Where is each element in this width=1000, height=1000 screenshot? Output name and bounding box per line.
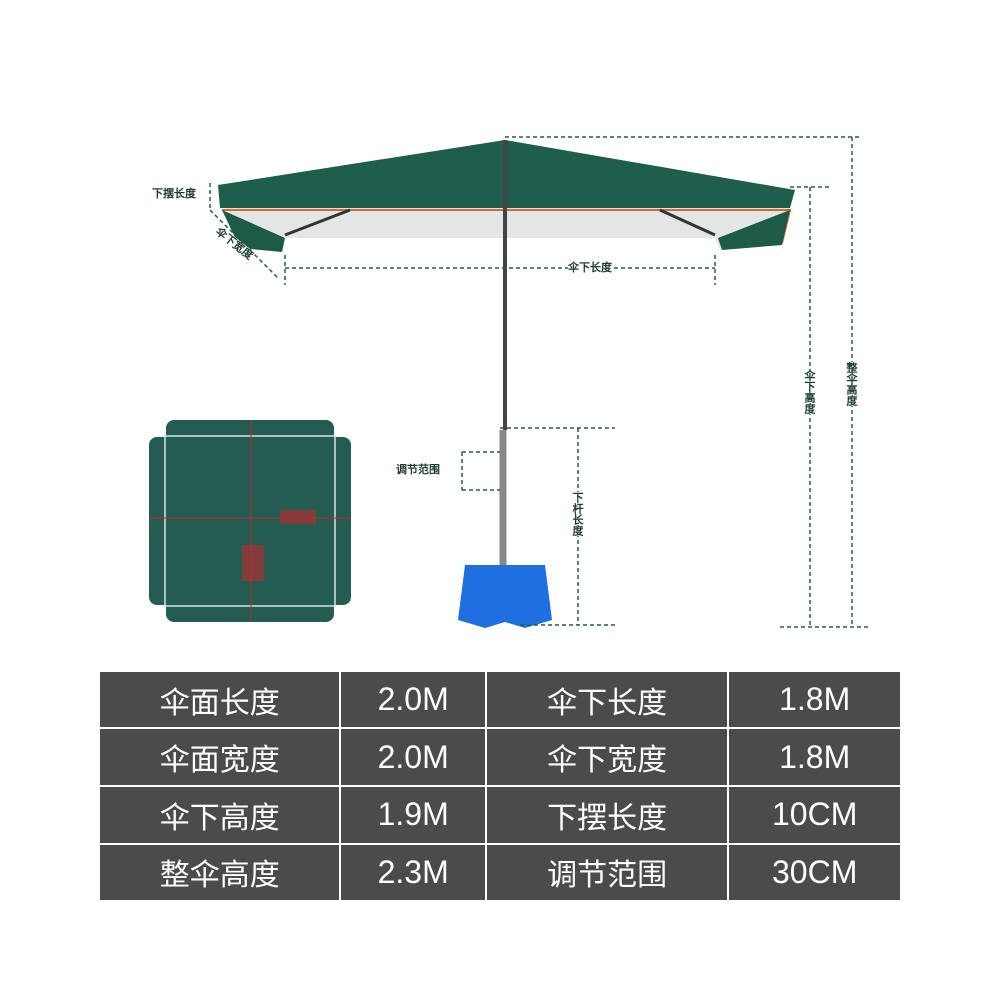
label-under-height: 伞下高度: [803, 370, 816, 414]
canopy-flat-view: [149, 420, 351, 622]
spec-value: 10CM: [727, 784, 900, 845]
spec-key: 伞面长度: [100, 672, 342, 730]
spec-value: 30CM: [727, 842, 900, 900]
spec-key: 伞面宽度: [100, 727, 342, 787]
spec-value: 1.8M: [727, 727, 900, 787]
spec-value: 2.0M: [339, 672, 487, 730]
spec-key: 调节范围: [484, 842, 730, 900]
spec-key: 下摆长度: [484, 784, 730, 845]
spec-value: 2.0M: [339, 727, 487, 787]
label-adjust-range: 调节范围: [396, 463, 440, 476]
water-base: [458, 565, 552, 628]
spec-value: 1.9M: [339, 784, 487, 845]
spec-value: 1.8M: [727, 672, 900, 730]
label-lower-pole-length: 下杆长度: [571, 492, 584, 536]
spec-key: 伞下高度: [100, 784, 342, 845]
canopy-underside: [225, 205, 790, 250]
spec-key: 整伞高度: [100, 842, 342, 900]
spec-key: 伞下宽度: [484, 727, 730, 787]
spec-key: 伞下长度: [484, 672, 730, 730]
label-hem-length: 下摆长度: [152, 187, 196, 200]
label-under-length: 伞下长度: [568, 261, 612, 274]
umbrella-diagram: [149, 136, 870, 628]
label-total-height: 整伞高度: [845, 362, 858, 406]
spec-value: 2.3M: [339, 842, 487, 900]
